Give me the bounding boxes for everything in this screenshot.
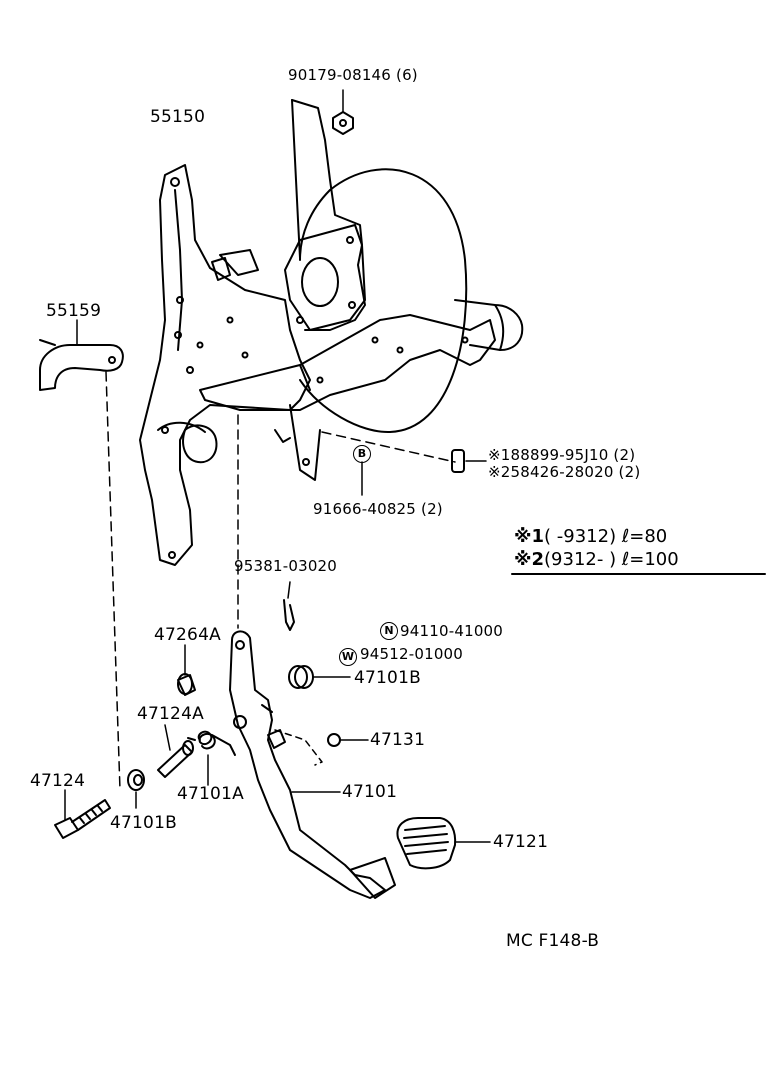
label-94110-41000: 94110-41000 [400, 622, 504, 640]
pedal-bracket [139, 164, 311, 566]
label-47101A: 47101A [177, 784, 244, 804]
label-55159: 55159 [46, 301, 102, 321]
cross-member [199, 314, 496, 481]
note-1-mark: ※1 [514, 526, 545, 547]
label-94512-01000: 94512-01000 [360, 645, 464, 663]
label-91666-40825: 91666-40825 (2) [313, 500, 443, 518]
bushing-47101B-top [288, 665, 351, 689]
spacer-88899 [451, 449, 487, 473]
label-47264A: 47264A [154, 625, 221, 645]
bracket-55159 [39, 319, 124, 391]
mounting-bracket [211, 99, 366, 331]
note-2: ※2(9312- ) ℓ=100 [514, 549, 679, 570]
spring-47101A [187, 730, 236, 786]
note-2-text: (9312- ) ℓ=100 [544, 549, 679, 570]
label-95381-03020: 95381-03020 [234, 557, 338, 575]
label-47101: 47101 [342, 782, 398, 802]
note-1: ※1( -9312) ℓ=80 [514, 526, 667, 547]
collar-47124A [157, 724, 194, 778]
label-58426-28020: ※258426-28020 (2) [488, 463, 641, 481]
marker-n: N [380, 622, 398, 640]
nut-90179 [332, 89, 354, 135]
pedal-pad [396, 817, 491, 870]
pin-47264A [177, 644, 196, 696]
label-90179-08146: 90179-08146 (6) [288, 66, 418, 84]
bolt-47124 [54, 789, 111, 839]
marker-b: B [353, 445, 371, 463]
marker-w: W [339, 648, 357, 666]
note-1-text: ( -9312) ℓ=80 [544, 526, 668, 547]
label-55150: 55150 [150, 107, 206, 127]
label-47121: 47121 [493, 832, 549, 852]
label-47101B-top: 47101B [354, 668, 421, 688]
dashed-leader-lines [105, 371, 456, 791]
diagram-code: MC F148-B [506, 931, 600, 951]
label-47124: 47124 [30, 771, 86, 791]
note-2-mark: ※2 [514, 549, 545, 570]
pin-47131 [327, 733, 369, 747]
label-47124A: 47124A [137, 704, 204, 724]
cotter-pin-95381 [283, 581, 295, 631]
dashed-link-47131 [274, 729, 323, 766]
bushing-47101B-bottom [127, 769, 145, 809]
label-88899-95J10: ※188899-95J10 (2) [488, 446, 636, 464]
label-47101B-bottom: 47101B [110, 813, 177, 833]
label-47131: 47131 [370, 730, 426, 750]
clutch-pedal-arm [229, 630, 396, 899]
